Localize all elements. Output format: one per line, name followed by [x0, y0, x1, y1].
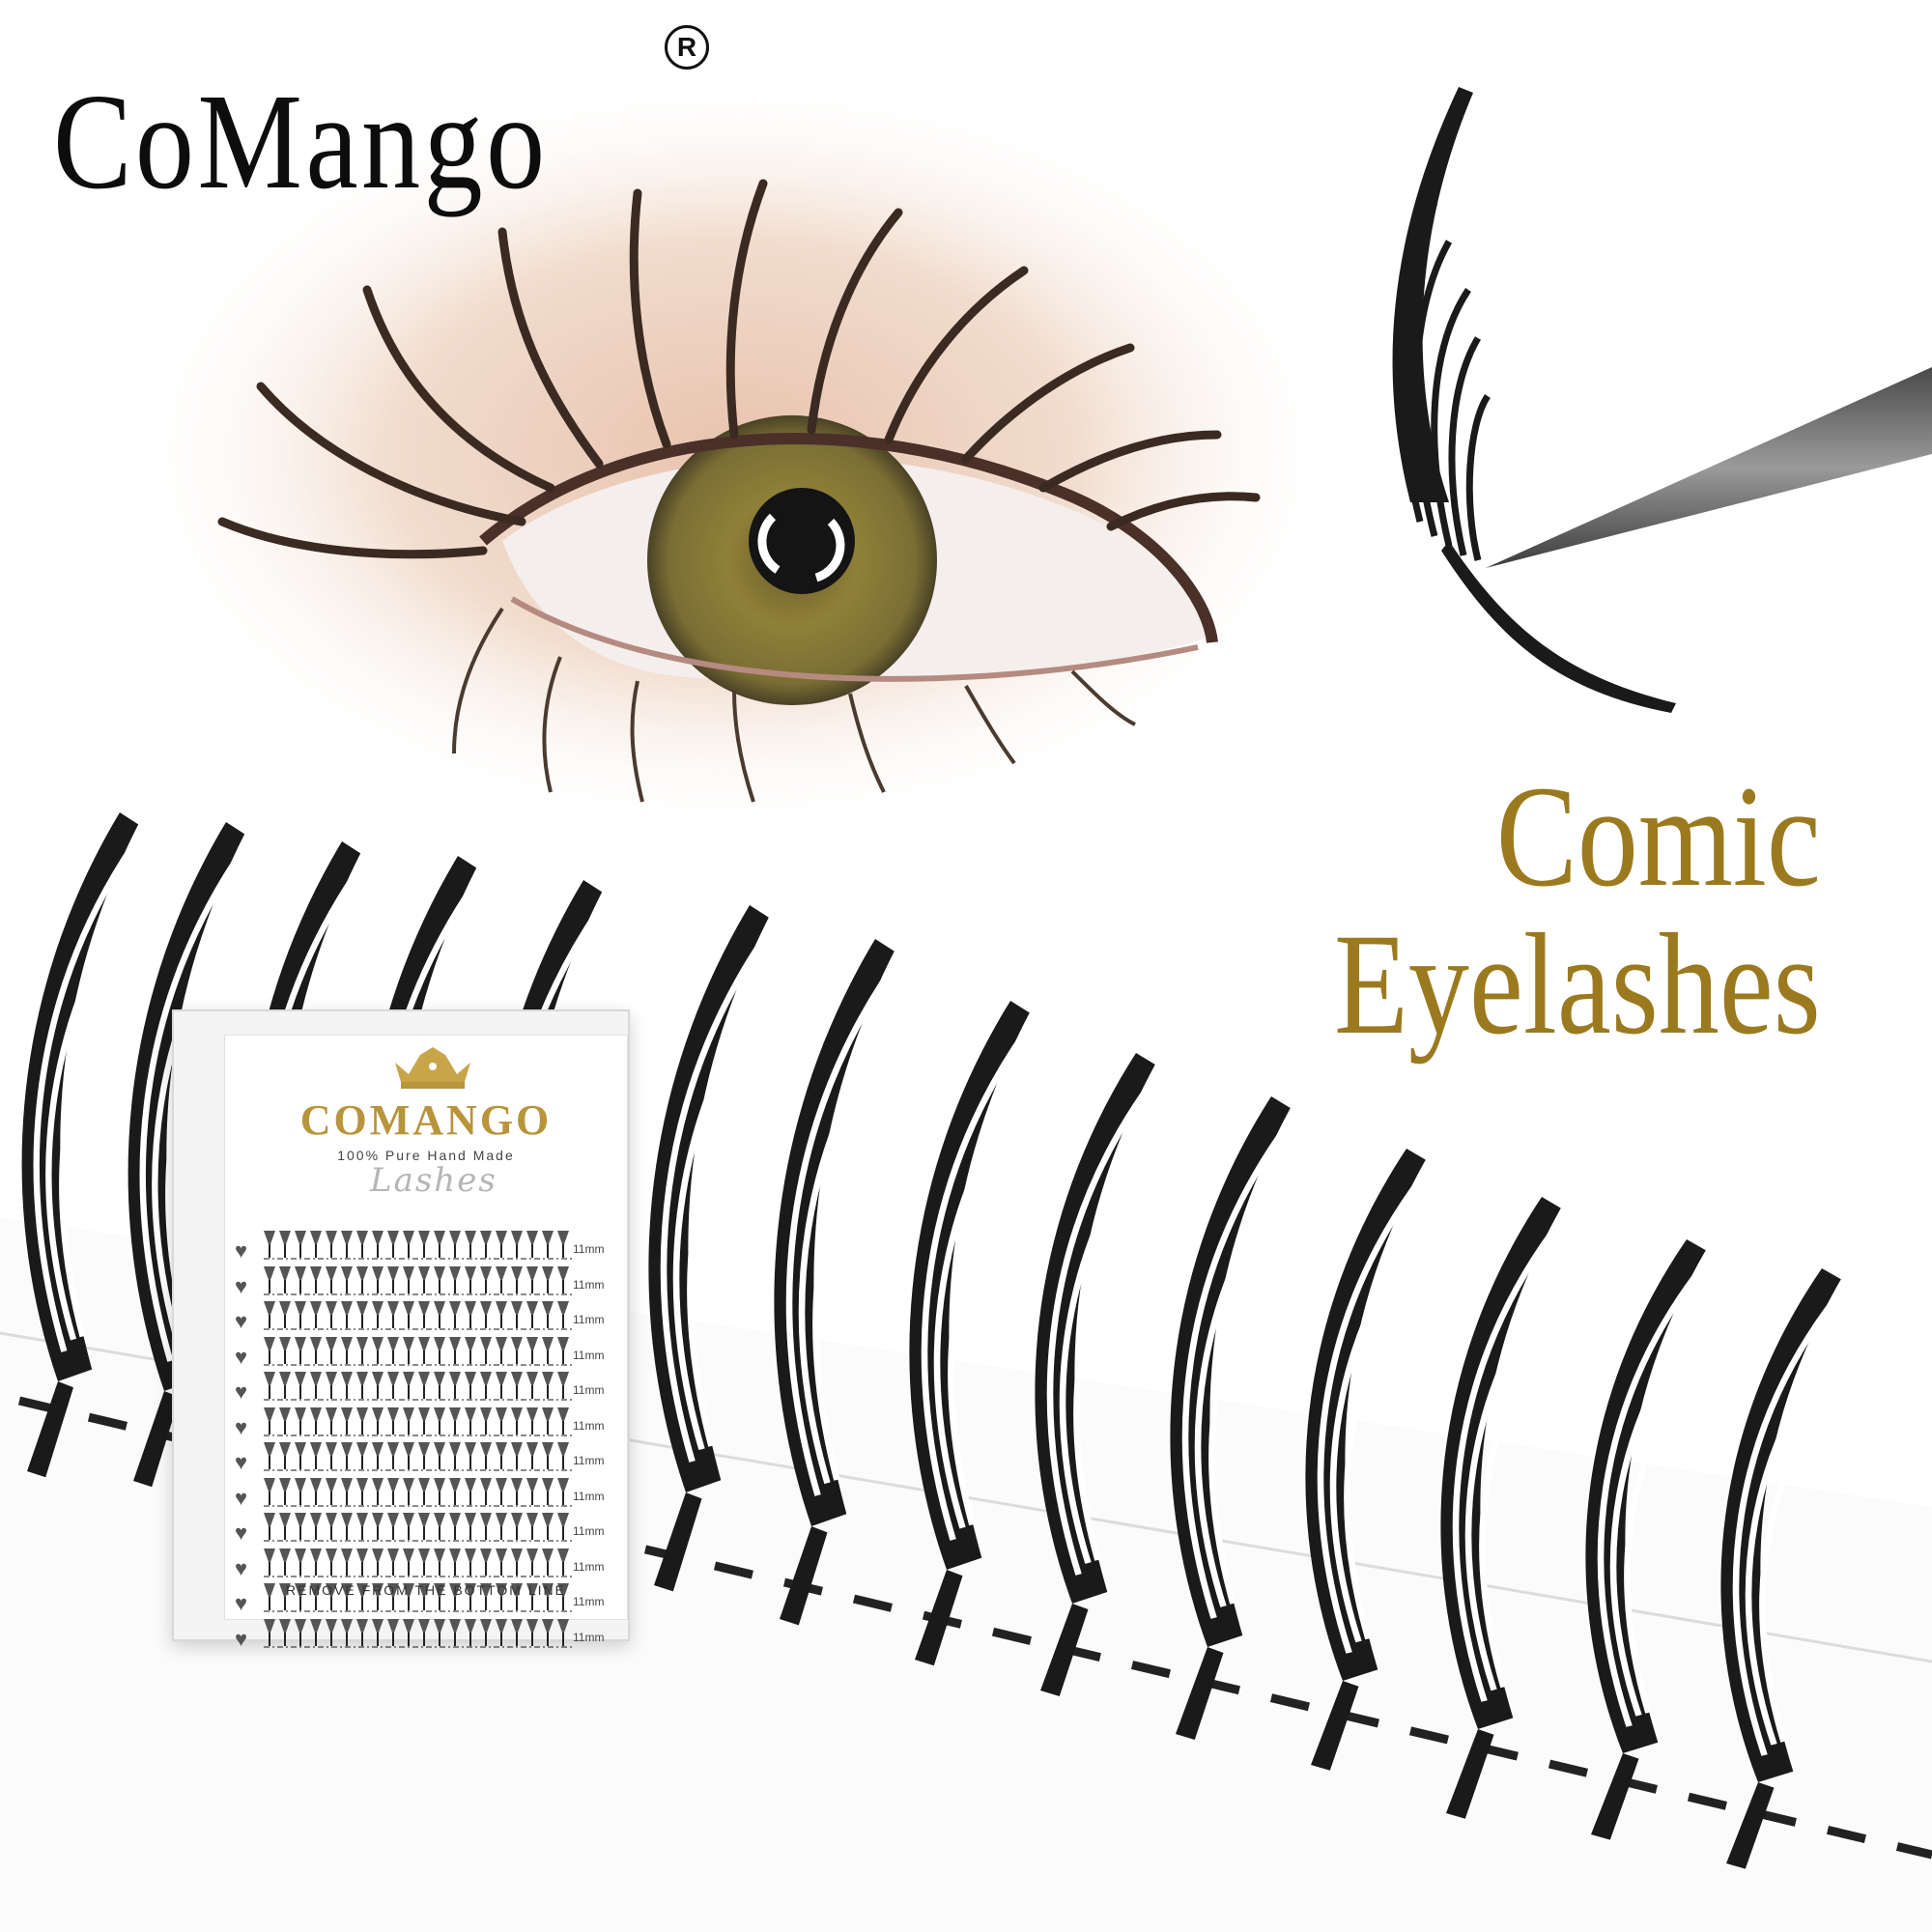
upper-lashes	[217, 179, 1261, 559]
lash-row: ♥ 11mm	[235, 1476, 626, 1513]
lash-length: 11mm	[573, 1348, 605, 1362]
lash-fans	[264, 1442, 573, 1471]
lash-fans	[264, 1583, 573, 1612]
lash-row: ♥ 11mm	[235, 1511, 626, 1548]
lash-row: ♥ 11mm	[235, 1547, 626, 1583]
lash-length: 11mm	[573, 1489, 605, 1503]
lash-fans	[264, 1231, 573, 1260]
lash-length: 11mm	[573, 1559, 605, 1574]
lash-row: ♥ 11mm	[235, 1370, 626, 1406]
heart-icon: ♥	[235, 1238, 248, 1263]
heart-icon: ♥	[235, 1414, 248, 1439]
lash-length: 11mm	[573, 1595, 605, 1608]
tweezers-with-lash	[1392, 87, 1932, 713]
heart-icon: ♥	[235, 1555, 248, 1580]
lash-fans	[264, 1477, 573, 1507]
headline-line2: Eyelashes	[1334, 904, 1821, 1065]
tweezers	[1486, 367, 1932, 568]
product-tray: COMANGO 100% Pure Hand Made Lashes ♥ 11mm…	[172, 1009, 630, 1649]
lash-fans	[264, 1336, 573, 1366]
heart-icon: ♥	[235, 1450, 248, 1474]
heart-icon: ♥	[235, 1344, 248, 1369]
lash-length: 11mm	[573, 1277, 605, 1292]
heart-icon: ♥	[235, 1379, 248, 1404]
tray-footer: REMOVE FROM THE BOTTOM LINE	[286, 1582, 566, 1598]
lash-length: 11mm	[573, 1418, 605, 1433]
heart-icon: ♥	[235, 1273, 248, 1298]
heart-icon: ♥	[235, 1520, 248, 1545]
registered-trademark-icon: R	[665, 25, 709, 70]
eye-illustration	[217, 179, 1261, 803]
lash-row: ♥ 11mm	[235, 1229, 626, 1265]
lash-row: ♥ 11mm	[235, 1406, 626, 1442]
lash-fans	[264, 1265, 573, 1295]
lash-fans	[264, 1618, 573, 1648]
tray-tagline: 100% Pure Hand Made	[337, 1148, 515, 1163]
lower-lashes	[452, 607, 1136, 803]
lash-fans	[264, 1372, 573, 1401]
lash-length: 11mm	[573, 1242, 605, 1256]
lash-row: ♥ 11mm	[235, 1299, 626, 1336]
headline: Comic Eyelashes	[1334, 763, 1821, 1059]
lash-row: ♥ 11mm	[235, 1617, 626, 1654]
heart-icon: ♥	[235, 1626, 248, 1651]
lash-length: 11mm	[573, 1454, 605, 1467]
heart-icon: ♥	[235, 1309, 248, 1333]
lash-length: 11mm	[573, 1313, 605, 1326]
tray-card: COMANGO 100% Pure Hand Made Lashes ♥ 11mm…	[224, 1035, 628, 1649]
lash-row: ♥ 11mm	[235, 1440, 626, 1477]
lash-row: ♥ 11mm	[235, 1335, 626, 1372]
lash-fans	[264, 1406, 573, 1436]
lash-row: ♥ 11mm	[235, 1264, 626, 1301]
lash-length: 11mm	[573, 1524, 605, 1538]
crown-icon	[395, 1047, 470, 1089]
heart-icon: ♥	[235, 1591, 248, 1615]
tray-script-text: Lashes	[370, 1161, 497, 1200]
brand-logo: CoMango	[53, 65, 549, 217]
tray-brand: COMANGO	[299, 1096, 553, 1144]
lash-length: 11mm	[573, 1630, 605, 1644]
lash-fans	[264, 1301, 573, 1330]
lash-fans	[264, 1548, 573, 1577]
heart-icon: ♥	[235, 1485, 248, 1510]
lash-fans	[264, 1513, 573, 1542]
lash-row: ♥ 11mm	[235, 1581, 626, 1618]
headline-line1: Comic	[1496, 756, 1821, 917]
lash-length: 11mm	[573, 1383, 605, 1397]
